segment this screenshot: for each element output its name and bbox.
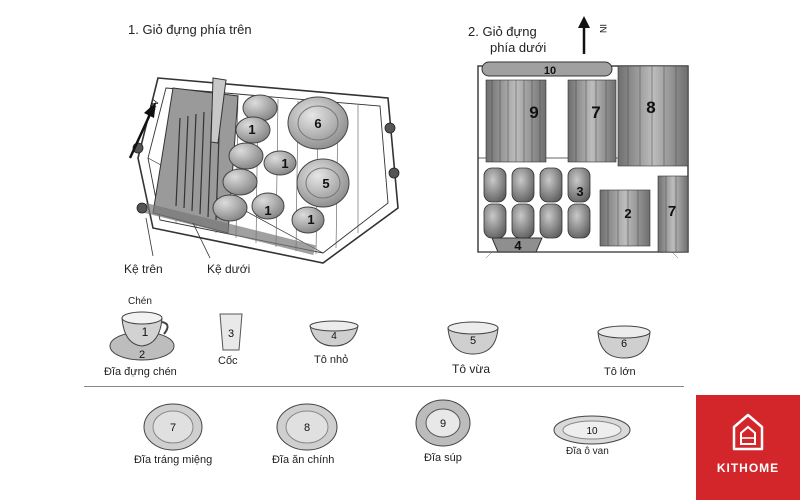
legend-divider: [84, 386, 684, 387]
legend-number: 4: [331, 331, 337, 342]
lower-rack-number: 9: [529, 103, 538, 122]
upper-rack-number: 6: [314, 116, 321, 131]
lower-rack-number: 3: [576, 184, 583, 199]
lower-rack-number: 7: [668, 203, 676, 220]
lower-rack-number: 7: [591, 103, 600, 122]
top-shelf-label: Kệ trên: [124, 262, 163, 276]
legend-label: Đĩa ô van: [566, 446, 609, 457]
lower-arrow-label: IN: [598, 24, 608, 33]
soup-plate-icon: 9: [415, 399, 471, 447]
upper-rack-number: 5: [322, 176, 329, 191]
lower-rack-illustration: 10 9 7 8 3 2 7 4: [477, 61, 689, 259]
legend-number: 2: [139, 349, 145, 361]
legend-label: Tô vừa: [452, 362, 491, 376]
glass-icon: 3: [219, 313, 243, 351]
brand-badge[interactable]: KITHOME: [696, 395, 800, 500]
brand-name: KITHOME: [716, 461, 780, 475]
legend-number: 9: [440, 418, 446, 430]
upper-rack-title: 1. Giỏ đựng phía trên: [128, 22, 252, 37]
lower-rack-number: 10: [544, 65, 556, 77]
cutlery-tray: [152, 77, 239, 234]
legend-label: Tô nhỏ: [314, 354, 349, 366]
legend-number: 8: [304, 422, 310, 434]
legend-label: Tô lớn: [604, 366, 636, 378]
legend-number: 5: [470, 335, 476, 347]
legend-number: 6: [621, 338, 627, 350]
bottom-shelf-label: Kệ dưới: [207, 262, 251, 276]
large-bowl-icon: 6: [597, 325, 651, 359]
lower-rack-number: 8: [646, 98, 655, 117]
legend-label: Cốc: [218, 355, 238, 367]
upper-rack-illustration: 1 6 1 5 1 1 IN: [128, 77, 400, 264]
lower-rack-number: 4: [514, 238, 522, 253]
insert-direction-arrow-icon: [128, 102, 156, 159]
legend-label: Đĩa súp: [424, 452, 462, 464]
cup-with-saucer-icon: 1 2: [109, 311, 175, 361]
legend-label: Đĩa tráng miệng: [134, 454, 213, 466]
upper-rack-number: 1: [248, 122, 255, 137]
upper-rack-number: 1: [281, 156, 288, 171]
lower-rack-title-line2: phía dưới: [490, 40, 547, 55]
lower-rack-number: 2: [624, 206, 631, 221]
legend-number: 1: [142, 325, 149, 339]
oval-plate-icon: 10: [553, 415, 631, 445]
legend-small-label: Chén: [128, 296, 152, 307]
legend-number: 10: [586, 426, 598, 437]
medium-bowl-icon: 5: [447, 321, 499, 355]
lower-insert-arrow-icon: IN: [578, 16, 608, 54]
legend-label: Đĩa ăn chính: [272, 454, 335, 466]
legend-number: 3: [228, 328, 234, 340]
dessert-plate-icon: 7: [143, 403, 203, 451]
lower-rack-title-line1: 2. Giỏ đựng: [468, 24, 537, 39]
legend-label: Đĩa đựng chén: [104, 366, 177, 378]
small-bowl-icon: 4: [309, 320, 359, 347]
legend-number: 7: [170, 422, 176, 434]
house-logo-icon: [732, 413, 764, 451]
upper-rack-number: 1: [264, 203, 271, 218]
main-plate-icon: 8: [276, 403, 338, 451]
upper-rack-number: 1: [307, 212, 314, 227]
